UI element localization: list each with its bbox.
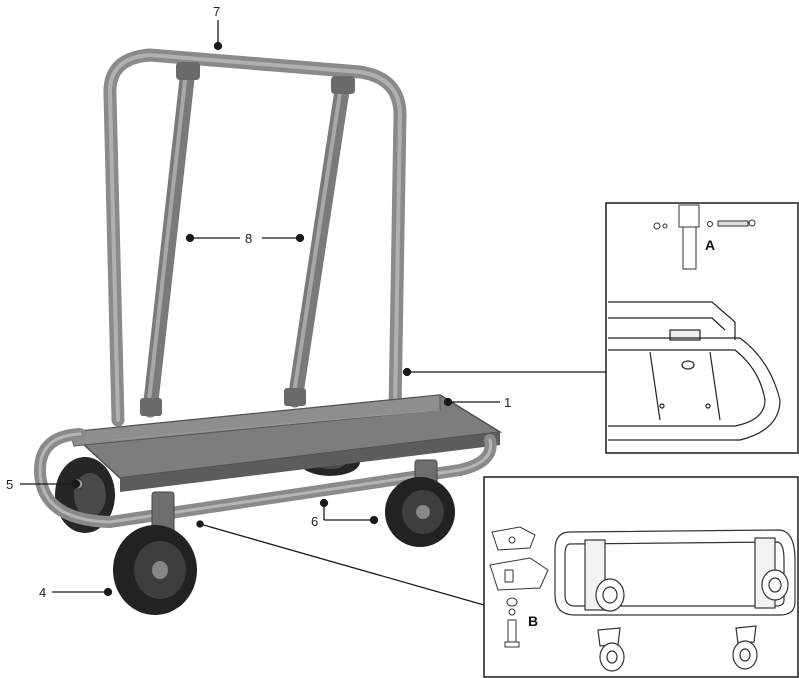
callout-label-7: 7	[213, 4, 220, 19]
front-right-wheel	[385, 477, 455, 547]
callout-1	[443, 397, 500, 407]
callout-label-8: 8	[245, 231, 252, 246]
callout-8	[185, 233, 305, 243]
callout-6	[319, 498, 379, 525]
diagonal-brace-left	[140, 62, 200, 418]
leader-inset-b	[196, 520, 485, 606]
callout-4	[52, 587, 113, 597]
front-left-wheel	[113, 525, 197, 615]
diagonal-brace-right	[284, 76, 355, 408]
inset-a-frame	[608, 301, 781, 441]
callout-label-4: 4	[39, 585, 46, 600]
callouts	[20, 20, 606, 606]
callout-7	[213, 20, 223, 51]
cart-deck	[68, 394, 503, 492]
inset-b-hardware	[489, 526, 549, 648]
upright-frame	[103, 48, 407, 427]
inset-a-label: A	[705, 237, 715, 253]
bottom-rail	[33, 428, 497, 528]
callout-5	[20, 479, 81, 489]
inset-b-casters	[595, 569, 789, 672]
inset-b-label: B	[528, 613, 538, 629]
callout-label-6: 6	[311, 514, 318, 529]
callout-labels: 7 8 1 5 6 4	[6, 4, 511, 600]
callout-label-1: 1	[504, 395, 511, 410]
inset-b: B	[483, 476, 799, 678]
inset-a-post	[653, 204, 756, 270]
cart-illustration	[33, 48, 503, 615]
inset-a: A	[605, 202, 799, 454]
leader-inset-a	[402, 367, 606, 377]
callout-label-5: 5	[6, 477, 13, 492]
